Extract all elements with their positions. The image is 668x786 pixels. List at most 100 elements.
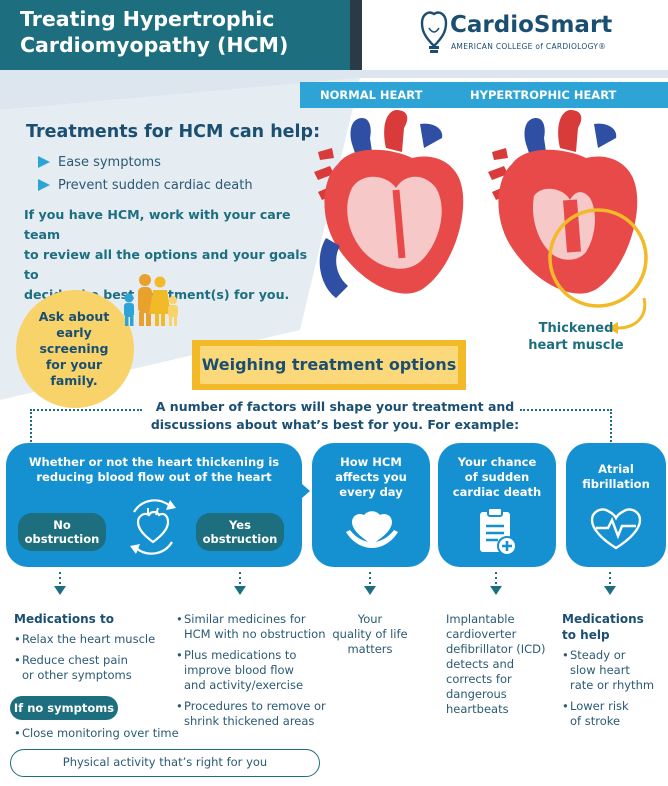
page-title-line1: Treating Hypertrophic	[20, 7, 275, 31]
thickened-muscle-label: Thickened heart muscle	[520, 320, 632, 354]
benefit-bullet: Ease symptoms	[38, 155, 161, 170]
list-item-text: of stroke	[570, 714, 621, 728]
hypertrophic-heart-illustration	[488, 110, 648, 308]
icd-line: cardioverter	[446, 627, 517, 641]
down-arrow-icon	[604, 572, 616, 595]
down-arrow-icon	[54, 572, 66, 595]
quality-line: quality of life	[332, 627, 408, 641]
brand-name: CardioSmart	[450, 12, 613, 38]
screening-line: for your	[45, 357, 103, 372]
page-title: Treating Hypertrophic Cardiomyopathy (HC…	[20, 6, 288, 58]
daily-life-line: How HCM	[340, 455, 402, 469]
atrial-fibrillation-card	[566, 443, 666, 567]
list-item: •Steady or	[562, 648, 626, 662]
triangle-bullet-icon	[38, 156, 50, 168]
sudden-death-card-text: Your chance of sudden cardiac death	[444, 455, 550, 500]
list-item: •Relax the heart muscle	[14, 632, 156, 646]
hearts-label-bar: NORMAL HEART HYPERTROPHIC HEART	[300, 82, 668, 108]
icd-line: corrects for	[446, 672, 512, 686]
atrial-fibrillation-card-text: Atrial fibrillation	[570, 462, 662, 492]
list-item: •Lower risk	[562, 699, 629, 713]
blood-flow-line: Whether or not the heart thickening is	[28, 455, 280, 469]
dotted-connector	[520, 409, 612, 411]
benefit-bullet: Prevent sudden cardiac death	[38, 178, 253, 193]
list-item-text: and activity/exercise	[184, 678, 304, 692]
screening-line: early screening	[39, 325, 109, 356]
screening-callout	[16, 290, 134, 408]
afib-heading-line: to help	[562, 628, 610, 642]
clipboard-medical-icon	[480, 507, 517, 556]
benefit-text: Ease symptoms	[58, 155, 161, 170]
list-item-text: rate or rhythm	[570, 678, 655, 692]
list-item: •Plus medications to	[176, 648, 297, 662]
list-item-text: shrink thickened areas	[184, 714, 315, 728]
daily-life-line: every day	[339, 485, 403, 499]
list-item-text: Steady or	[570, 648, 626, 662]
list-item-text: Close monitoring over time	[22, 726, 179, 740]
dotted-connector	[30, 409, 142, 411]
list-item-text: improve blood flow	[184, 663, 294, 677]
cardiosmart-logo[interactable]: CardioSmart AMERICAN COLLEGE of CARDIOLO…	[420, 8, 660, 58]
dotted-connector	[610, 409, 612, 445]
list-item-text: Reduce chest pain	[22, 653, 128, 667]
intro-paragraph: If you have HCM, work with your care tea…	[24, 205, 324, 305]
list-item-text: or other symptoms	[22, 668, 132, 682]
icd-line: dangerous	[446, 687, 507, 701]
screening-line: family.	[50, 373, 98, 388]
daily-life-line: affects you	[335, 470, 407, 484]
daily-life-card-text: How HCM affects you every day	[318, 455, 424, 500]
list-item-text: HCM with no obstruction	[184, 627, 326, 641]
factors-intro: A number of factors will shape your trea…	[140, 398, 530, 434]
hypertrophic-heart-label: HYPERTROPHIC HEART	[470, 88, 617, 102]
blood-flow-line: reducing blood flow out of the heart	[36, 470, 272, 484]
intro-line: to review all the options and your goals…	[24, 247, 308, 282]
down-arrow-icon	[364, 572, 376, 595]
icd-line: detects and	[446, 657, 515, 671]
list-item-text: Similar medicines for	[184, 612, 306, 626]
sudden-death-line: Your chance	[457, 455, 537, 469]
pill-line: obstruction	[24, 532, 100, 546]
afib-heading-line: Medications	[562, 612, 644, 626]
factors-line: discussions about what’s best for you. F…	[150, 417, 520, 432]
list-item-text: Plus medications to	[184, 648, 297, 662]
sudden-death-line: of sudden	[464, 470, 530, 484]
down-arrow-icon	[234, 572, 246, 595]
no-obstruction-pill: No obstruction	[18, 513, 106, 551]
lightbulb-heart-icon	[420, 11, 448, 53]
no-obstruction-heading: Medications to	[14, 612, 114, 626]
no-obstruction-list: •Relax the heart muscle •Reduce chest pa…	[14, 632, 184, 683]
pill-line: Yes	[229, 518, 251, 532]
list-item: •Reduce chest pain	[14, 653, 128, 667]
intro-line: If you have HCM, work with your care tea…	[24, 207, 291, 242]
icd-text: Implantable cardioverter defibrillator (…	[446, 612, 556, 717]
physical-activity-pill: Physical activity that’s right for you	[10, 749, 320, 777]
treatments-heading: Treatments for HCM can help:	[26, 122, 321, 142]
benefit-text: Prevent sudden cardiac death	[58, 178, 253, 193]
screening-text: Ask about early screening for your famil…	[24, 309, 124, 389]
title-banner	[0, 0, 362, 70]
screening-line: Ask about	[38, 309, 110, 324]
thickened-pointer-arrow	[608, 297, 647, 334]
icd-line: heartbeats	[446, 702, 509, 716]
normal-heart-illustration	[314, 110, 464, 298]
yes-obstruction-pill: Yes obstruction	[196, 513, 284, 551]
list-item: •Similar medicines for	[176, 612, 306, 626]
afib-list: •Steady or slow heart rate or rhythm •Lo…	[562, 648, 666, 729]
list-item-text: slow heart	[570, 663, 630, 677]
blood-flow-card-text: Whether or not the heart thickening is r…	[20, 455, 288, 485]
thickened-label-line2: heart muscle	[528, 338, 624, 353]
pill-line: obstruction	[202, 532, 278, 546]
title-banner-shade	[350, 0, 362, 70]
atrial-fibrillation-line: Atrial	[598, 462, 634, 476]
factors-line: A number of factors will shape your trea…	[155, 399, 515, 414]
sudden-death-line: cardiac death	[452, 485, 542, 499]
icd-line: Implantable	[446, 612, 515, 626]
thickened-label-line1: Thickened	[538, 321, 614, 336]
list-item-text: Relax the heart muscle	[22, 632, 156, 646]
yes-obstruction-list: •Similar medicines for HCM with no obstr…	[176, 612, 336, 729]
monitoring-item: •Close monitoring over time	[14, 726, 179, 740]
normal-heart-label: NORMAL HEART	[320, 88, 423, 102]
card-arrow-icon	[302, 484, 310, 498]
atrial-fibrillation-line: fibrillation	[582, 477, 650, 491]
page-title-line2: Cardiomyopathy (HCM)	[20, 33, 289, 57]
